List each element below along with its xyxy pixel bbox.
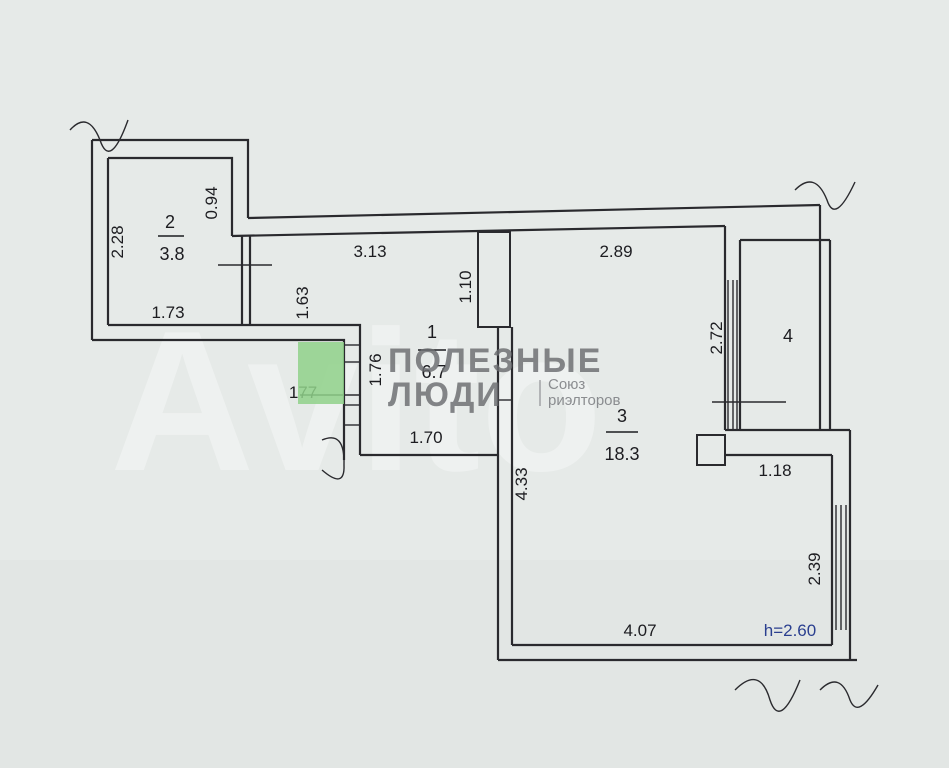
- column-partition: [477, 231, 511, 328]
- dim-1-76: 1.76: [366, 353, 385, 386]
- dim-4-07: 4.07: [623, 621, 656, 640]
- brand-watermark: ПОЛЕЗНЫЕ ЛЮДИ Союз риэлторов: [298, 342, 621, 414]
- wall-top-outer: [247, 203, 821, 220]
- dim-4-33: 4.33: [512, 467, 531, 500]
- wall-hall-upper: [250, 323, 362, 440]
- avito-watermark: Avito: [110, 290, 603, 513]
- brand-sub-1: Союз: [548, 376, 585, 393]
- dim-2-28: 2.28: [108, 225, 127, 258]
- dim-0-94: 0.94: [202, 186, 221, 219]
- break-symbol-bottom: [734, 678, 801, 712]
- brand-line-2: ЛЮДИ: [388, 376, 503, 414]
- room-3-area: 18.3: [604, 444, 639, 464]
- wall-hall-lower: [92, 338, 346, 460]
- brand-line-1: ПОЛЕЗНЫЕ: [388, 342, 602, 380]
- brand-accent-block: [298, 342, 344, 404]
- dim-1-10: 1.10: [456, 270, 475, 303]
- ceiling-height-label: h=2.60: [764, 621, 816, 640]
- room-2-area: 3.8: [159, 244, 184, 264]
- dim-1-18: 1.18: [758, 461, 791, 480]
- room-3-number: 3: [617, 406, 627, 426]
- dim-1-70: 1.70: [409, 428, 442, 447]
- dim-2-89: 2.89: [599, 242, 632, 261]
- room-1-label: 1 6.7: [418, 322, 447, 382]
- dim-1-73: 1.73: [151, 303, 184, 322]
- vent-shaft: [696, 434, 726, 466]
- dim-3-13: 3.13: [353, 242, 386, 261]
- break-symbol-bottom-right: [819, 681, 879, 708]
- dim-2-39: 2.39: [805, 552, 824, 585]
- room-1-area: 6.7: [421, 362, 446, 382]
- break-symbol-top-right: [794, 181, 856, 210]
- break-symbol-entrance: [321, 437, 345, 480]
- room-2-number: 2: [165, 212, 175, 232]
- dim-1-63: 1.63: [293, 286, 312, 319]
- room-2-label: 2 3.8: [158, 212, 185, 264]
- brand-sub-2: риэлторов: [548, 392, 621, 409]
- dim-2-72: 2.72: [707, 321, 726, 354]
- break-symbol-top-left: [69, 119, 129, 152]
- room-1-number: 1: [427, 322, 437, 342]
- room-4-number: 4: [783, 326, 793, 346]
- wall-room-2-inner: [108, 156, 234, 236]
- wall-room-2-outer: [92, 138, 250, 218]
- room-3-label: 3 18.3: [604, 406, 639, 464]
